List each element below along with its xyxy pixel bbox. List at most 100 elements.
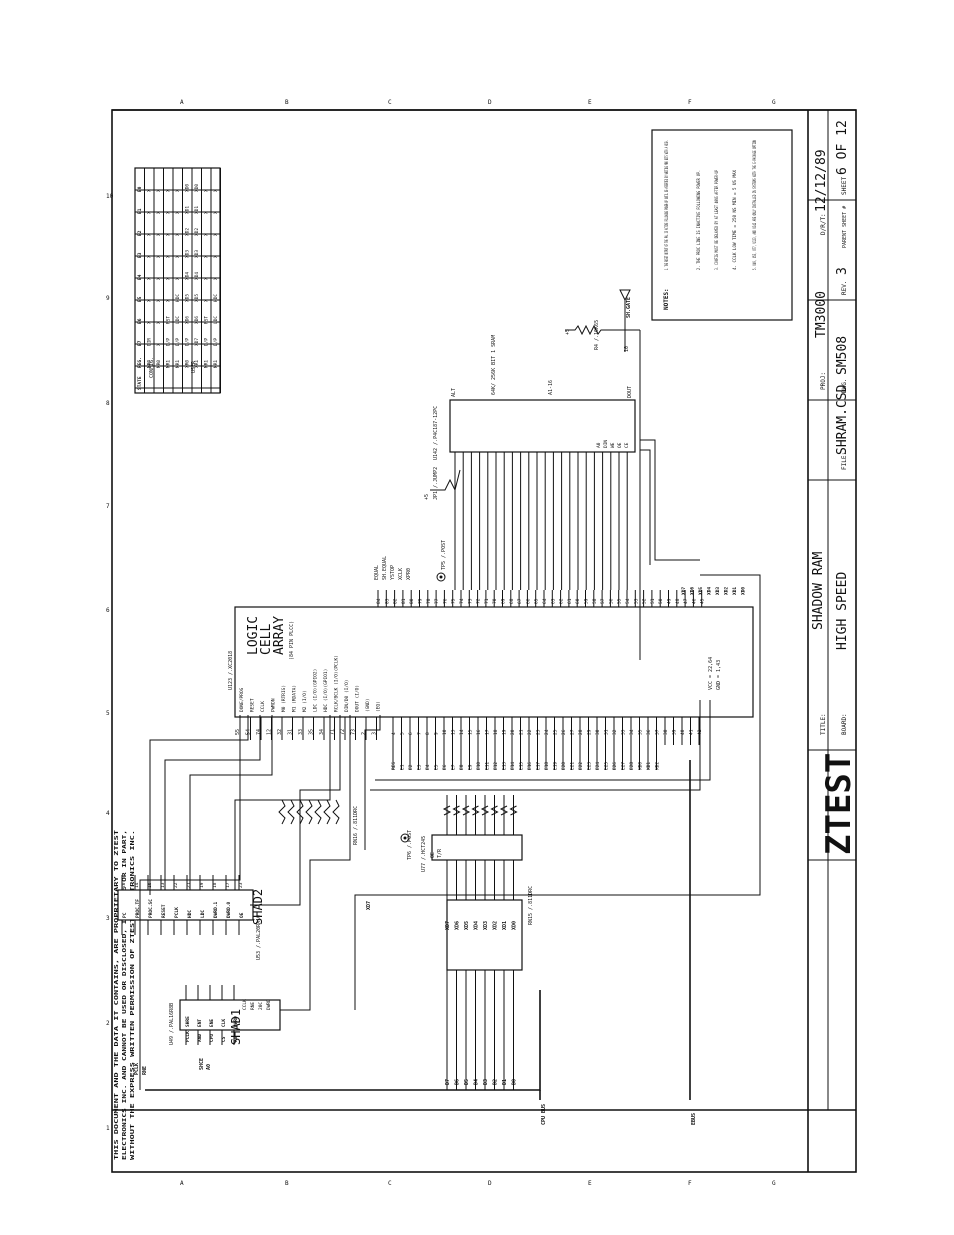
lca-pin-name: DONE/PROG: [239, 687, 245, 712]
pal2-pin-number: 17: [225, 882, 231, 888]
buffer-ref: U77 /.HCT245: [421, 836, 427, 872]
cpu-data-bit: D4: [474, 1079, 480, 1085]
lca-bottom-pin-number: 20: [510, 729, 516, 735]
sheet-label: SHEET: [841, 177, 848, 195]
state-table-cell: X: [147, 255, 153, 258]
state-table-header: B6: [137, 318, 143, 324]
state-table-cell: X: [166, 211, 172, 214]
lca-bottom-pin-number: 37: [655, 729, 661, 735]
state-table-cell: XD0: [194, 184, 200, 192]
state-table-cell: XD7: [194, 338, 200, 346]
lca-pin-name: M1 (RDATA): [292, 685, 298, 712]
pal2-pin-number: 20: [121, 882, 127, 888]
lca-bottom-signal: E24: [595, 762, 601, 770]
lca-bottom-pin-number: 18: [493, 729, 499, 735]
state-table-cell: MR1: [213, 360, 219, 368]
pal2-pin-name: OE: [239, 912, 245, 918]
cpu-data-bit: D1: [502, 1079, 508, 1085]
row-marker: 2: [106, 1020, 110, 1027]
state-table-header: B2: [137, 230, 143, 236]
col-marker: G: [772, 1180, 776, 1187]
state-table-cell: XR1: [194, 360, 200, 368]
state-table-cell: MR1: [166, 360, 172, 368]
row-marker: 9: [106, 295, 110, 302]
lca-xd-bit: XD7: [681, 587, 687, 595]
lca-top-pin-number: 77: [434, 598, 440, 604]
lca-xd-bit: XD6: [690, 587, 696, 595]
control-wires: [139, 439, 761, 1090]
lca-bottom-signal: E6: [442, 764, 448, 770]
drawing-title: SHADOW RAM: [811, 552, 826, 630]
state-config-label: CONFIG.: [149, 357, 155, 378]
lca-bottom-signal: E4: [425, 764, 431, 770]
state-table-header: B5: [137, 296, 143, 302]
state-table-cell: X: [147, 233, 153, 236]
sram-body: [449, 399, 636, 453]
tp5: TP5 /.POST: [436, 540, 447, 582]
state-table-cell: XD4: [194, 272, 200, 280]
jumper-jp1: JP1 /.JUMP2 +5: [424, 467, 461, 500]
state-table-cell: XD1: [185, 206, 191, 214]
ram-address-lines: [454, 452, 628, 590]
sheet-number: 6 OF 12: [835, 120, 850, 175]
lca-top-pin-number: 62: [559, 598, 565, 604]
state-table-cell: X: [147, 189, 153, 192]
lca-pin-number: 12: [267, 729, 273, 735]
buffer-xd-bit: XD7: [445, 921, 451, 930]
state-table-cell: X: [156, 233, 162, 236]
lca-bottom-pin-number: 39: [672, 729, 678, 735]
lca-xd-bit: XD3: [715, 587, 721, 595]
lca-body: [234, 606, 754, 718]
state-table-cell: X: [156, 321, 162, 324]
state-table-cell: D/P: [175, 338, 181, 346]
pal2-pin-name: PCLK: [174, 907, 180, 918]
pal1-pin-name: CLK: [221, 1019, 227, 1027]
lca-bottom-pin-number: 14: [459, 729, 465, 735]
lca-top-pin-number: 70: [492, 598, 498, 604]
lca-pin-name: (GND): [365, 698, 371, 712]
lca-pin-name: DOUT (I/O): [355, 685, 361, 712]
state-table-cell: X: [204, 255, 210, 258]
row-marker: 5: [106, 710, 110, 717]
resistor-r4-symbol: [565, 324, 640, 336]
col-marker: G: [772, 99, 776, 106]
svg-text:+5: +5: [424, 494, 430, 500]
lca-top-pin-number: 58: [592, 598, 598, 604]
lca-pin-number: 3: [372, 732, 378, 735]
lca-pin-name: RCLK/BCLK (I/O)(PCLK): [334, 655, 340, 712]
lca-top-pin-number: 51: [650, 598, 656, 604]
state-table-cell: X: [204, 211, 210, 214]
sram-dout: DOUT: [627, 386, 633, 398]
lca-pin-number: 71: [330, 729, 336, 735]
state-table-cell: XD6: [185, 316, 191, 324]
rn16-ref: RN16 /.811DRC: [353, 806, 359, 845]
lca-bottom-pin-number: 19: [502, 729, 508, 735]
state-table-cell: X: [166, 189, 172, 192]
lca-bottom-signal: E17: [536, 762, 542, 770]
state-table: STATEREG.B7B6B5B4B3B2B1B0MR0DIRXXXXXXXMR…: [134, 167, 221, 394]
lca-xd-bit: XD5: [698, 587, 704, 595]
lca-pin-name: HDC (I/O)(GPIO1): [323, 669, 329, 712]
svg-text:TP5 /.POST: TP5 /.POST: [441, 540, 447, 570]
sram-pin: DIN: [603, 440, 609, 448]
lca-pin-number: 33: [298, 729, 304, 735]
lca-top-pin-number: 61: [567, 598, 573, 604]
state-table-cell: LDC: [213, 316, 219, 324]
lca-top-pin-number: 80: [409, 598, 415, 604]
lca-bottom-signal: E10: [476, 762, 482, 770]
state-table-header: B3: [137, 252, 143, 258]
lca-bottom-pin-number: 33: [621, 729, 627, 735]
state-table-cell: D/P: [204, 338, 210, 346]
state-table-header: B4: [137, 274, 143, 280]
state-table-cell: XD2: [185, 228, 191, 236]
state-table-cell: XD3: [194, 250, 200, 258]
lca-top-pin-number: 52: [642, 598, 648, 604]
lca-bottom-pin-number: 23: [536, 729, 542, 735]
net-xclk: XCLK: [398, 568, 404, 580]
state-table-cell: X: [204, 299, 210, 302]
lca-ref: U123 /.XC2018: [228, 651, 234, 690]
pal2-pin-name: PROC.TF: [135, 899, 141, 918]
lca-bottom-signal: XD0: [638, 762, 644, 770]
top-markers: A B C D E F G A B C D E F G: [180, 99, 776, 1187]
row-marker: 6: [106, 607, 110, 614]
